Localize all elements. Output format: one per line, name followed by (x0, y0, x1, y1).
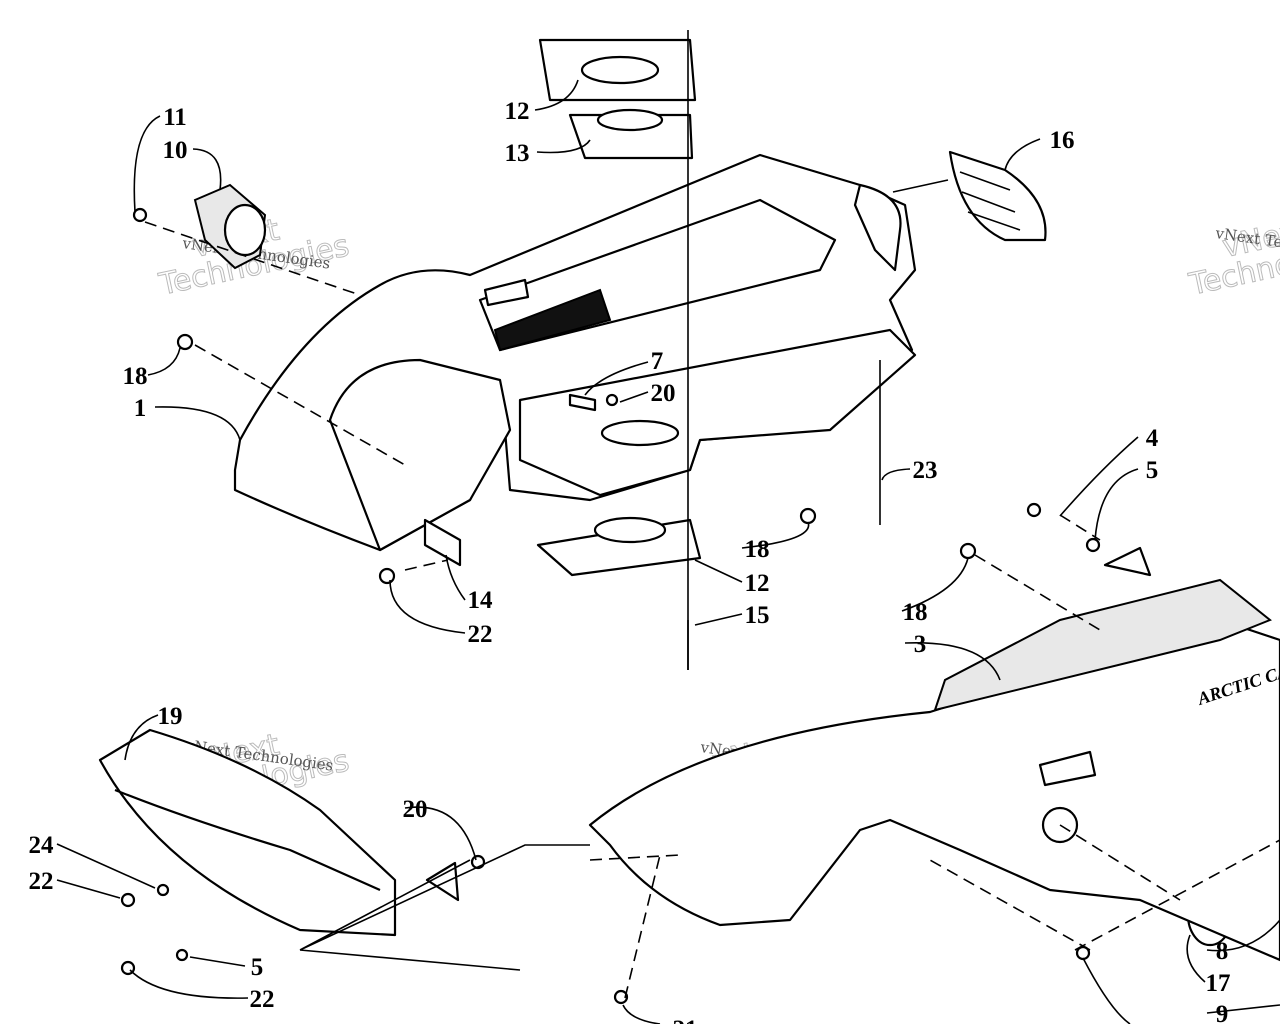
callout-13: 13 (505, 140, 530, 167)
callout-23: 23 (913, 457, 938, 484)
callout-20: 20 (403, 796, 428, 823)
callout-3: 3 (914, 631, 927, 658)
mount-plates (536, 30, 702, 670)
callout-21: 21 (673, 1016, 698, 1024)
callout-18: 18 (903, 599, 928, 626)
callout-5: 5 (251, 954, 264, 981)
callout-9: 9 (1216, 1001, 1229, 1024)
callout-22: 22 (468, 621, 493, 648)
callout-15: 15 (745, 602, 770, 629)
callout-22: 22 (250, 986, 275, 1013)
callout-12: 12 (745, 570, 770, 597)
callout-22: 22 (29, 868, 54, 895)
callout-18: 18 (123, 363, 148, 390)
part-16 (892, 150, 1047, 242)
callout-14: 14 (468, 587, 494, 614)
callout-18: 18 (745, 536, 770, 563)
callout-5: 5 (1146, 457, 1159, 484)
part-19 (98, 728, 397, 937)
upper-console-part (233, 153, 917, 552)
part-3: ARCTIC CAT (588, 578, 1280, 962)
callout-labels: 11 10 12 13 16 18 1 7 20 4 5 23 18 12 14… (29, 98, 1231, 1024)
callout-17: 17 (1206, 970, 1231, 997)
callout-20: 20 (651, 380, 676, 407)
callout-8: 8 (1216, 938, 1229, 965)
callout-12: 12 (505, 98, 530, 125)
callout-1: 1 (134, 395, 147, 422)
part-10 (193, 183, 267, 270)
callout-4: 4 (1146, 425, 1159, 452)
callout-10: 10 (163, 137, 188, 164)
callout-7: 7 (651, 348, 664, 375)
callout-16: 16 (1050, 127, 1075, 154)
callout-19: 19 (158, 703, 183, 730)
callout-24: 24 (29, 832, 55, 859)
callout-11: 11 (163, 104, 187, 131)
